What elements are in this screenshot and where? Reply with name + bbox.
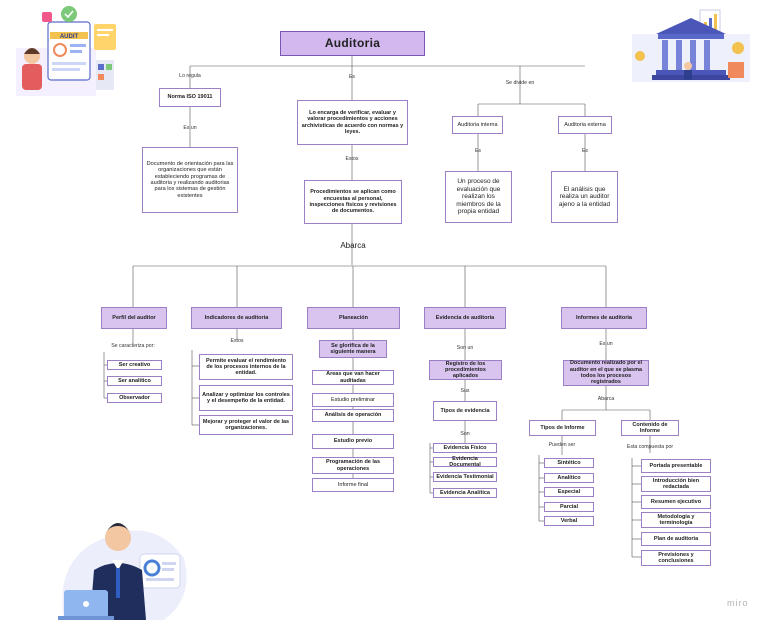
contenido-label: Esta compuesta por xyxy=(626,444,674,450)
interna-description-node[interactable]: Un proceso de evaluación que realizan lo… xyxy=(445,171,512,223)
planeacion-header[interactable]: Planeación xyxy=(307,307,400,329)
planeacion-item[interactable]: Informe final xyxy=(312,478,394,492)
evidencia-label-2: Sus xyxy=(460,388,470,394)
contenido-item[interactable]: Previsiones y conclusiones xyxy=(641,550,711,566)
title-node[interactable]: Auditoria xyxy=(280,31,425,56)
indicadores-item[interactable]: Analizar y optimizar los controles y el … xyxy=(199,385,293,411)
perfil-item[interactable]: Ser analítico xyxy=(107,376,162,386)
planeacion-item[interactable]: Programación de las operaciones xyxy=(312,457,394,474)
planeacion-item[interactable]: Areas que van hacer auditadas xyxy=(312,370,394,385)
planeacion-item[interactable]: Análisis de operación xyxy=(312,409,394,422)
informes-sub[interactable]: Documento realizado por el auditor en el… xyxy=(563,360,649,386)
informes-tipos[interactable]: Tipos de Informe xyxy=(529,420,596,436)
divide-label: Se divide en xyxy=(505,80,535,86)
planeacion-item[interactable]: Estudio previo xyxy=(312,434,394,449)
contenido-item[interactable]: Introducción bien redactada xyxy=(641,476,711,492)
contenido-item[interactable]: Resumen ejecutivo xyxy=(641,495,711,509)
evidencia-label-1: Son un xyxy=(456,345,474,351)
evidencia-item[interactable]: Evidencia Documental xyxy=(433,456,497,468)
evidencia-header[interactable]: Evidencia de auditoria xyxy=(424,307,506,329)
interna-node[interactable]: Auditoria interna xyxy=(452,116,503,134)
tipos-item[interactable]: Verbal xyxy=(544,516,594,526)
perfil-header[interactable]: Perfil del auditor xyxy=(101,307,167,329)
evidencia-item[interactable]: Evidencia Testimonial xyxy=(433,472,497,482)
indicadores-label: Estos xyxy=(230,338,244,344)
perfil-item[interactable]: Observador xyxy=(107,393,162,403)
iso-description-node[interactable]: Documento de orientación para las organi… xyxy=(142,147,238,213)
informes-label-2: Abarca xyxy=(597,396,615,402)
informes-contenido[interactable]: Contenido de Informe xyxy=(621,420,679,436)
externa-description-node[interactable]: El análisis que realiza un auditor ajeno… xyxy=(551,171,618,223)
procedures-node[interactable]: Procedimientos se aplican como encuestas… xyxy=(304,180,402,224)
evidencia-item[interactable]: Evidencia Físico xyxy=(433,443,497,453)
es-label: Es xyxy=(348,74,356,80)
tipos-item[interactable]: Analítico xyxy=(544,473,594,483)
regula-label: Lo regula xyxy=(179,73,201,79)
evidencia-label-3: Son xyxy=(460,431,470,437)
businessman-laptop-illustration xyxy=(58,523,187,620)
planeacion-sub[interactable]: Se glorifica de la siguiente manera xyxy=(319,340,387,358)
planeacion-item[interactable]: Estudio preliminar xyxy=(312,393,394,407)
abarca-label: Abarca xyxy=(340,241,366,250)
contenido-item[interactable]: Metodología y terminología xyxy=(641,512,711,528)
iso-node[interactable]: Norma ISO 19011 xyxy=(159,88,221,107)
bank-building-illustration xyxy=(632,9,750,82)
perfil-item[interactable]: Ser creativo xyxy=(107,360,162,370)
audit-clipboard-illustration: AUDIT xyxy=(16,6,116,96)
tipos-item[interactable]: Especial xyxy=(544,487,594,497)
externa-node[interactable]: Auditoria externa xyxy=(558,116,612,134)
tipos-item[interactable]: Sintético xyxy=(544,458,594,468)
indicadores-header[interactable]: Indicadores de auditoria xyxy=(191,307,282,329)
informes-label-1: Es un xyxy=(599,341,613,347)
tipos-label: Pueden ser xyxy=(548,442,576,448)
audit-sign-text: AUDIT xyxy=(60,34,79,40)
contenido-item[interactable]: Plan de auditoria xyxy=(641,532,711,546)
indicadores-item[interactable]: Mejorar y proteger el valor de las organ… xyxy=(199,415,293,435)
miro-watermark: miro xyxy=(727,598,749,608)
externa-es-label: Es xyxy=(581,148,589,154)
contenido-item[interactable]: Portada presentable xyxy=(641,459,711,473)
estos-label: Estos xyxy=(345,156,359,162)
evidencia-tipos[interactable]: Tipos de evidencia xyxy=(433,401,497,421)
perfil-label: Se caracteriza por: xyxy=(111,343,155,349)
interna-es-label: Es xyxy=(474,148,482,154)
tipos-item[interactable]: Parcial xyxy=(544,502,594,512)
main-description-node[interactable]: Lo encarga de verificar, evaluar y valor… xyxy=(297,100,408,145)
indicadores-item[interactable]: Permite evaluar el rendimiento de los pr… xyxy=(199,354,293,380)
evidencia-sub[interactable]: Registro de los procedimientos aplicados xyxy=(429,360,502,380)
informes-header[interactable]: Informes de auditoria xyxy=(561,307,647,329)
evidencia-item[interactable]: Evidencia Analítica xyxy=(433,488,497,498)
es-un-label: Es un xyxy=(183,125,197,131)
